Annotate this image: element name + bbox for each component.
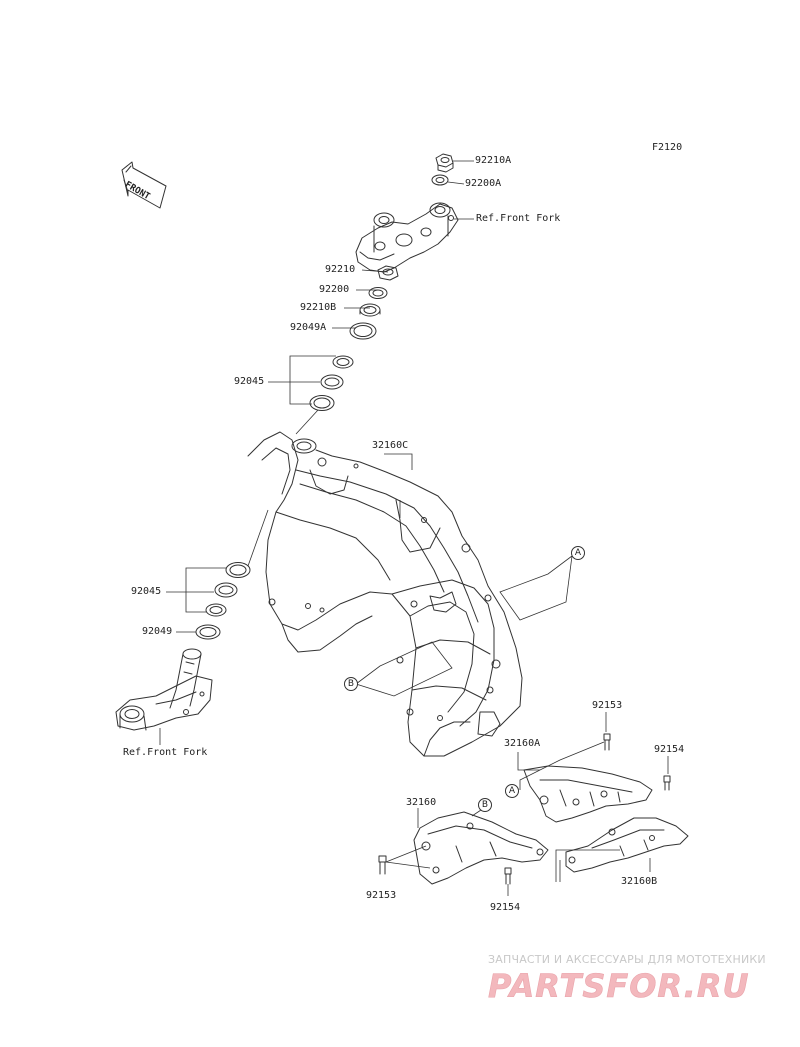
main-frame <box>247 431 523 757</box>
label-92153-left[interactable]: 92153 <box>366 890 397 901</box>
label-32160A[interactable]: 32160A <box>504 738 541 749</box>
diagram-id: F2120 <box>652 142 683 153</box>
bracket-32160 <box>413 811 549 885</box>
bolt-92154-right <box>663 775 671 791</box>
seal-92049 <box>195 624 221 640</box>
watermark-logo: PARTSFOR.RU <box>488 968 749 1004</box>
label-92049[interactable]: 92049 <box>142 626 173 637</box>
label-92210A[interactable]: 92210A <box>475 155 512 166</box>
label-92153-right[interactable]: 92153 <box>592 700 623 711</box>
bracket-32160B <box>565 817 689 873</box>
nut-92210 <box>377 265 399 281</box>
label-32160B[interactable]: 32160B <box>621 876 658 887</box>
seal-92049A <box>349 322 377 340</box>
bolt-92153-left <box>378 855 387 875</box>
label-92045-lower[interactable]: 92045 <box>131 586 162 597</box>
label-92210B[interactable]: 92210B <box>300 302 337 313</box>
label-32160[interactable]: 32160 <box>406 797 437 808</box>
front-arrow-icon <box>121 161 167 209</box>
label-92154-right[interactable]: 92154 <box>654 744 685 755</box>
bearings-92045-upper <box>309 355 354 411</box>
bolt-92153-right <box>603 733 611 751</box>
bracket-32160A <box>523 765 653 823</box>
watermark-logo-text: PARTSFOR.RU <box>488 968 749 1004</box>
label-32160C[interactable]: 32160C <box>372 440 409 451</box>
label-ref-front-fork-bottom[interactable]: Ref.Front Fork <box>123 747 208 758</box>
bolt-92154-left <box>504 867 512 885</box>
callout-b-frame[interactable]: B <box>344 677 358 691</box>
label-92210[interactable]: 92210 <box>325 264 356 275</box>
label-ref-front-fork-top[interactable]: Ref.Front Fork <box>476 213 561 224</box>
label-92154-left[interactable]: 92154 <box>490 902 521 913</box>
steering-stem <box>115 648 213 731</box>
nut-92210A <box>435 153 454 173</box>
label-92200[interactable]: 92200 <box>319 284 350 295</box>
callout-a-frame[interactable]: A <box>571 546 585 560</box>
label-92049A[interactable]: 92049A <box>290 322 327 333</box>
label-92045-upper[interactable]: 92045 <box>234 376 265 387</box>
label-92200A[interactable]: 92200A <box>465 178 502 189</box>
leader-lines <box>159 160 669 896</box>
upper-bracket <box>355 202 459 273</box>
washer-92200 <box>368 287 388 299</box>
bearings-92045-lower <box>205 562 251 617</box>
callout-a-bracket[interactable]: A <box>505 784 519 798</box>
watermark-subtitle: ЗАПЧАСТИ И АКСЕССУАРЫ ДЛЯ МОТОТЕХНИКИ <box>488 953 766 966</box>
callout-b-bracket[interactable]: B <box>478 798 492 812</box>
nut-92210B <box>359 303 381 317</box>
washer-92200A <box>431 174 449 186</box>
